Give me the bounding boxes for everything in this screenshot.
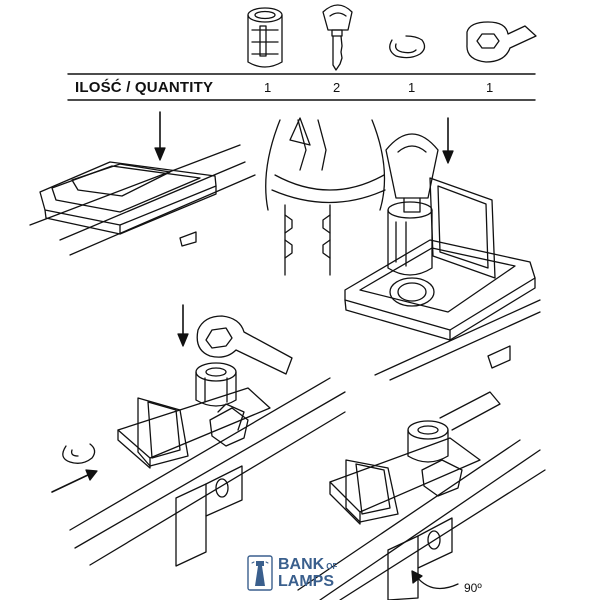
quantity-lock-cylinder: 1 — [264, 80, 272, 95]
step3-lock-assembly-illustration — [69, 362, 346, 567]
quantity-key: 2 — [333, 80, 341, 95]
step1-lid-illustration — [29, 144, 256, 256]
lighthouse-logo-icon — [247, 555, 273, 591]
retaining-clip-part — [389, 35, 426, 59]
brand-line2: LAMPS — [278, 573, 334, 590]
step4-rotate-illustration — [297, 391, 546, 601]
lock-cylinder-part — [247, 7, 283, 68]
step2-down-arrow — [442, 117, 454, 164]
spanner-wrench-part — [466, 21, 537, 63]
step2-detail-inset — [265, 117, 386, 276]
quantity-spanner-wrench: 1 — [486, 80, 494, 95]
step3-wrench-illustration — [196, 315, 293, 375]
step3-down-arrow — [177, 304, 189, 347]
step3-insert-arrow — [51, 469, 98, 493]
brand-logo: BANK OF LAMPS — [274, 556, 338, 590]
rotation-angle-label: 90º — [464, 581, 482, 595]
quantity-retaining-clip: 1 — [408, 80, 416, 95]
quantity-label: ILOŚĆ / QUANTITY — [75, 79, 214, 96]
key-part — [322, 4, 353, 71]
step1-down-arrow — [154, 111, 166, 161]
brand-line1: BANK — [278, 556, 325, 573]
step2-key-insert-illustration — [344, 133, 541, 381]
brand-line1-small: OF — [326, 562, 338, 571]
rotation-arrow-icon — [411, 570, 459, 590]
brand-text: BANK OF LAMPS — [278, 556, 338, 590]
step3-clip-illustration — [62, 443, 96, 464]
